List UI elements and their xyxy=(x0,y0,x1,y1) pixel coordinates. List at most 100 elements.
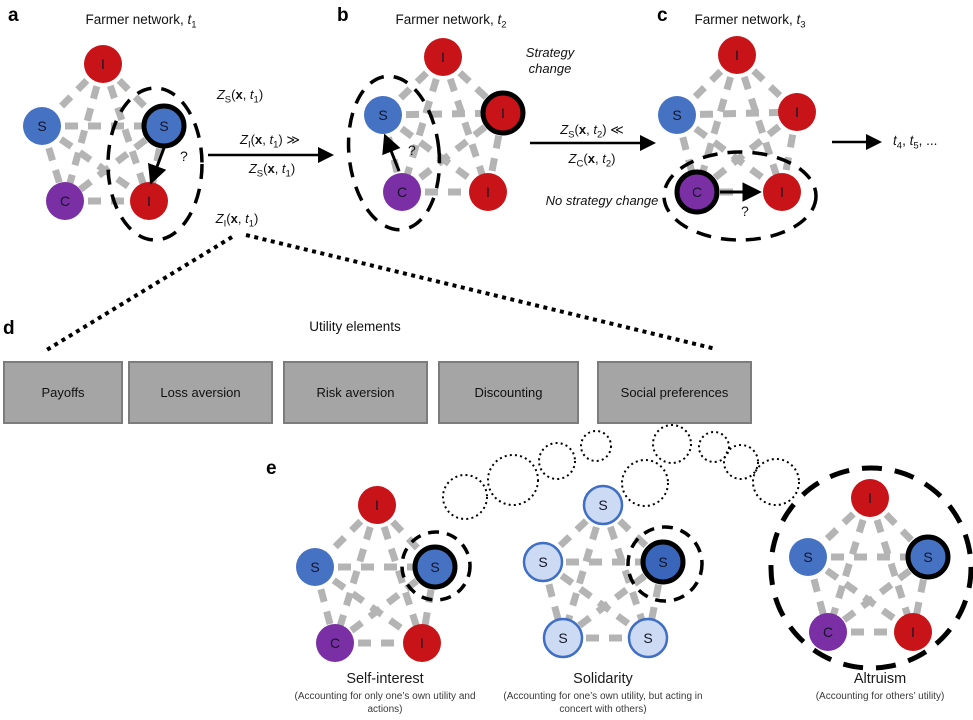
bubble-circle xyxy=(752,458,800,506)
node-label-c: C xyxy=(823,624,833,640)
node-label-s: S xyxy=(643,630,652,646)
network-edge xyxy=(559,503,607,640)
caption-self-interest-sub: (Accounting for only one’s own utility a… xyxy=(294,691,476,715)
node-label-i: I xyxy=(375,497,379,513)
node-c-highlighted xyxy=(674,169,720,215)
zoom-dotted-line xyxy=(245,233,717,351)
node-label-s: S xyxy=(558,630,567,646)
zoom-dotted-line xyxy=(43,235,234,353)
panel-label-b: b xyxy=(337,5,349,26)
node-label-s: S xyxy=(538,554,547,570)
node-label-c: C xyxy=(60,193,70,209)
caption-altruism-sub: (Accounting for others’ utility) xyxy=(815,691,945,702)
formula-zi-t1: ZI(x, t1) xyxy=(215,211,259,230)
node-label-s: S xyxy=(378,107,387,123)
panel-label-a: a xyxy=(8,5,19,26)
caption-solidarity-title: Solidarity xyxy=(573,671,633,687)
utility-box-discounting: Discounting xyxy=(438,361,579,424)
node-label-s: S xyxy=(803,549,812,565)
selection-circle xyxy=(626,525,704,603)
formula-zi-much-greater: ZI(x, t1) ≫ xyxy=(240,132,300,151)
node-c xyxy=(46,182,84,220)
node-s xyxy=(627,617,669,659)
node-i xyxy=(894,613,932,651)
question-mark-c: ? xyxy=(741,203,749,219)
utility-box-payoffs: Payoffs xyxy=(3,361,123,424)
node-s-highlighted xyxy=(141,103,187,149)
node-label-c: C xyxy=(692,184,702,200)
caption-altruism-title: Altruism xyxy=(853,671,907,687)
network-edge xyxy=(733,53,786,194)
network-edge xyxy=(560,559,666,641)
network-edge xyxy=(398,55,447,194)
node-i xyxy=(718,36,756,74)
node-c xyxy=(809,613,847,651)
strategy-arrow xyxy=(148,147,167,185)
node-label-i: I xyxy=(420,635,424,651)
network-edge xyxy=(825,554,931,635)
node-label-i: I xyxy=(868,490,872,506)
utility-box-loss-aversion: Loss aversion xyxy=(128,361,273,424)
panel-b-title: Farmer network, t2 xyxy=(395,12,507,31)
node-s xyxy=(789,538,827,576)
bubble-circle xyxy=(723,444,759,480)
network-edge xyxy=(373,503,426,645)
node-label-s: S xyxy=(672,107,681,123)
network-edge xyxy=(693,54,741,193)
node-s xyxy=(582,484,624,526)
panel-label-c: c xyxy=(657,5,668,26)
network-edge xyxy=(331,503,381,645)
node-label-i: I xyxy=(147,193,151,209)
network-edge xyxy=(61,63,107,202)
node-label-s: S xyxy=(310,559,319,575)
caption-solidarity-sub: (Accounting for one’s own utility, but a… xyxy=(503,691,703,715)
panel-a-title: Farmer network, t1 xyxy=(85,12,197,31)
formula-zs-much-less: ZS(x, t2) ≪ xyxy=(560,122,624,141)
selection-ellipse xyxy=(346,74,442,232)
node-s xyxy=(542,617,584,659)
bubble-circle xyxy=(652,424,692,464)
panel-c-title: Farmer network, t3 xyxy=(694,12,806,31)
node-i xyxy=(851,479,889,517)
bubble-circle xyxy=(538,442,576,480)
network-edge xyxy=(439,55,492,194)
node-label-i: I xyxy=(441,49,445,65)
selection-circle xyxy=(768,465,973,671)
strategy-arrow xyxy=(382,133,401,172)
node-label-i: I xyxy=(780,184,784,200)
node-label-s: S xyxy=(430,559,439,575)
node-s-highlighted xyxy=(412,544,458,590)
question-mark-b: ? xyxy=(408,142,416,158)
bubble-circle xyxy=(698,431,730,463)
node-s xyxy=(658,96,696,134)
node-label-i: I xyxy=(101,56,105,72)
node-i xyxy=(778,93,816,131)
node-i xyxy=(763,173,801,211)
utility-box-social-preferences: Social preferences xyxy=(597,361,752,424)
time-sequence-label: t4, t5, ... xyxy=(893,133,938,152)
node-i xyxy=(358,486,396,524)
formula-zc-t2: ZC(x, t2) xyxy=(568,151,616,170)
strategy-change-label: Strategy change xyxy=(525,45,575,76)
node-s xyxy=(23,107,61,145)
selection-circle xyxy=(400,530,472,602)
selection-ellipse xyxy=(106,86,204,242)
question-mark-a: ? xyxy=(180,148,188,164)
node-s xyxy=(296,548,334,586)
node-label-s: S xyxy=(159,118,168,134)
node-label-i: I xyxy=(911,624,915,640)
network-edge xyxy=(676,108,798,119)
bubble-circle xyxy=(580,430,612,462)
caption-solidarity: Solidarity (Accounting for one’s own uti… xyxy=(487,671,719,716)
node-s-highlighted xyxy=(905,534,951,580)
network-edge xyxy=(824,496,874,634)
panel-label-e: e xyxy=(266,458,277,479)
node-label-s: S xyxy=(598,497,607,513)
node-i xyxy=(130,182,168,220)
caption-self-interest-title: Self-interest xyxy=(346,671,424,687)
formula-zs-t1: ZS(x, t1) xyxy=(216,87,264,106)
utility-elements-title: Utility elements xyxy=(309,319,401,334)
node-label-i: I xyxy=(795,104,799,120)
node-label-i: I xyxy=(735,47,739,63)
bubble-circle xyxy=(442,474,488,520)
